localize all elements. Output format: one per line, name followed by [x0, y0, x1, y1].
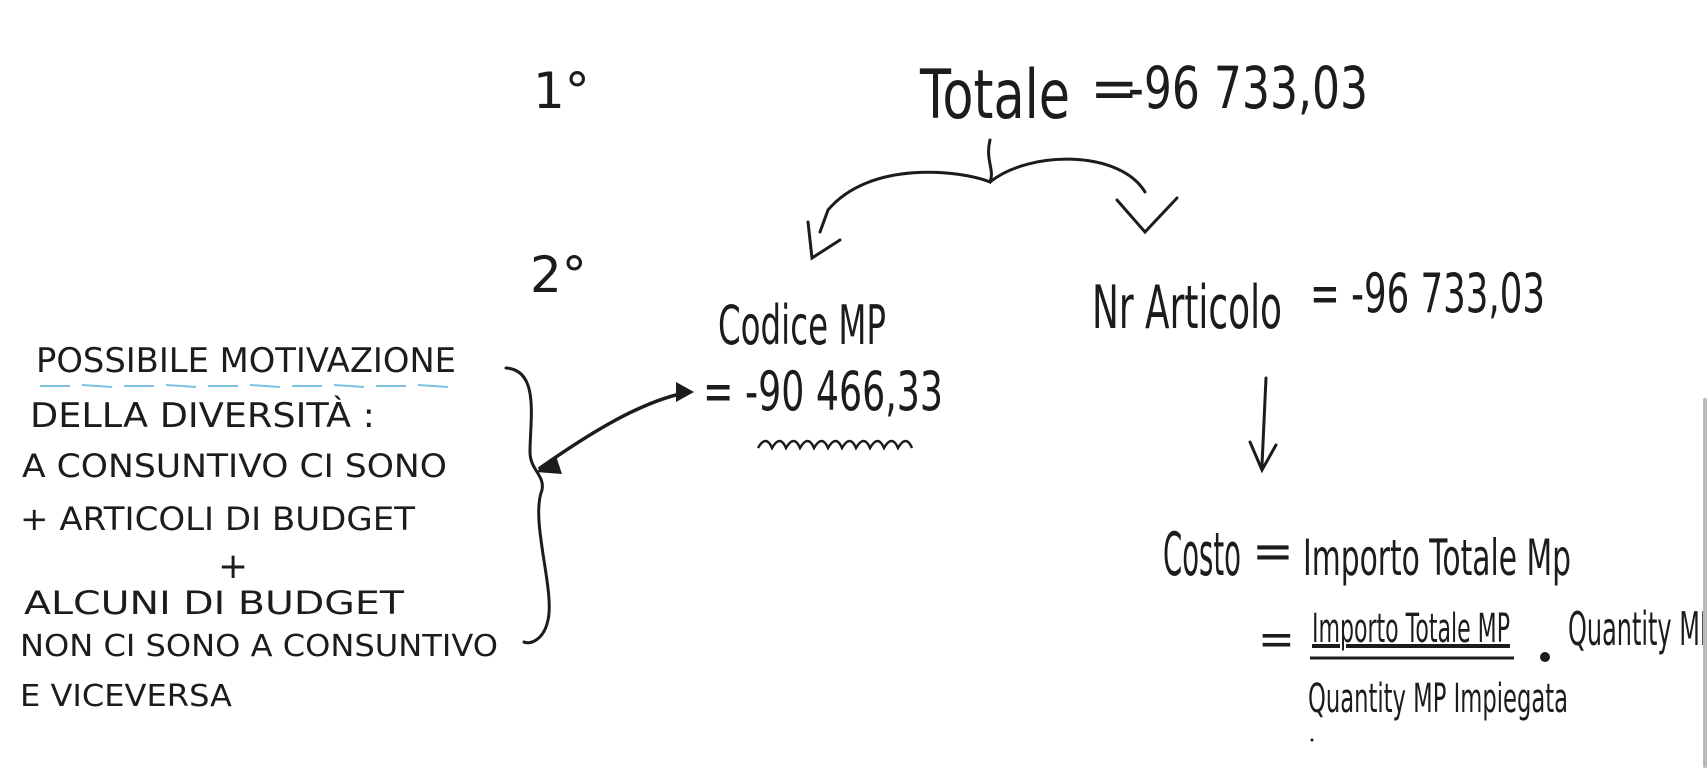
- totale-equals: =: [1090, 54, 1139, 122]
- dashed-underline: [40, 384, 449, 388]
- note-plus: +: [218, 546, 248, 587]
- fraction-denominator: Quantity MP Impiegata: [1308, 676, 1568, 722]
- arrow-down-costo: [1260, 376, 1268, 467]
- squiggle-underline: [756, 439, 914, 451]
- arrowhead-codice: [806, 220, 842, 261]
- link-arrowhead-left: [536, 456, 562, 474]
- link-arrow: [538, 390, 692, 470]
- note-line-6: NON CI SONO A CONSUNTIVO: [20, 629, 498, 664]
- note-line-3: A CONSUNTIVO CI SONO: [22, 447, 447, 485]
- codice-mp-label: Codice MP: [718, 294, 886, 357]
- arrowhead-down: [1248, 440, 1278, 474]
- nr-articolo-label: Nr Articolo: [1092, 273, 1282, 343]
- totale-label: Totale: [919, 56, 1070, 135]
- note-line-5: ALCUNI DI BUDGET: [24, 584, 405, 622]
- costo-label: Costo: [1163, 520, 1241, 590]
- note-line-2: DELLA DIVERSITÀ :: [30, 395, 375, 436]
- arrow-to-articolo: [988, 157, 1147, 194]
- note-line-7: E VICEVERSA: [20, 679, 232, 714]
- fraction-numerator: Importo Totale MP: [1312, 606, 1510, 652]
- note-line-1: POSSIBILE MOTIVAZIONE: [36, 341, 456, 381]
- codice-mp-value: = -90 466,33: [703, 360, 943, 423]
- costo-equals-2: =: [1258, 614, 1295, 665]
- step-1-label: 1°: [533, 62, 590, 120]
- note-line-4: + ARTICOLI DI BUDGET: [20, 500, 415, 538]
- vertical-scrollbar[interactable]: [1703, 398, 1707, 768]
- costo-equals: =: [1252, 522, 1294, 580]
- arrow-to-codice: [818, 138, 993, 234]
- note-brace: [504, 366, 551, 645]
- multiply-dot: [1540, 652, 1550, 662]
- nr-articolo-value: = -96 733,03: [1310, 262, 1545, 325]
- link-arrowhead-right: [676, 382, 694, 402]
- step-2-label: 2°: [530, 246, 587, 304]
- totale-value: -96 733,03: [1128, 54, 1368, 122]
- quantity-term: Quantity MI: [1568, 602, 1707, 656]
- costo-rhs: Importo Totale Mp: [1303, 529, 1571, 587]
- arrowhead-articolo: [1115, 196, 1179, 235]
- stray-dot: [1310, 738, 1314, 742]
